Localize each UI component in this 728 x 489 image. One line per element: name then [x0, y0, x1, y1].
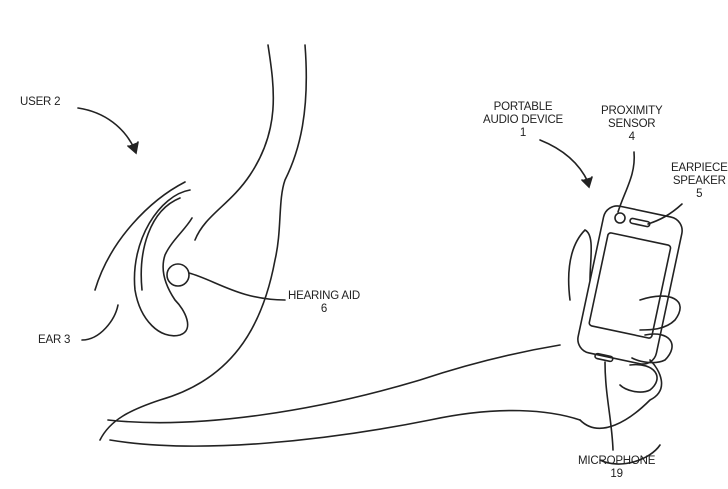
earpiece-leader	[647, 203, 683, 225]
ear-leader	[81, 304, 119, 341]
device-label: PORTABLE AUDIO DEVICE 1	[483, 101, 563, 140]
ear-label: EAR 3	[38, 334, 70, 347]
neck-outline	[194, 44, 275, 241]
hearing-aid-label-num: 6	[320, 303, 328, 315]
device-arrowhead	[581, 176, 593, 189]
user-arrowhead	[127, 141, 139, 155]
microphone-label: MICROPHONE 19	[578, 455, 655, 481]
phone-body	[577, 205, 683, 365]
earpiece-label: EARPIECE SPEAKER 5	[671, 162, 728, 201]
proximity-sensor-shape	[614, 212, 626, 224]
device-label-line1: PORTABLE	[493, 101, 553, 113]
earpiece-label-line1: EARPIECE	[671, 162, 728, 174]
hearing-aid-shape	[166, 263, 190, 287]
proximity-label-line2: SENSOR	[608, 118, 656, 130]
fingers	[619, 295, 681, 393]
device-arrow	[539, 139, 589, 183]
device-label-line2: AUDIO DEVICE	[483, 114, 564, 126]
hearing-aid-label: HEARING AID 6	[288, 290, 360, 316]
arm-upper	[107, 344, 561, 424]
microphone-shape	[594, 352, 614, 363]
ear-label-text: EAR 3	[38, 334, 71, 346]
proximity-leader	[617, 151, 636, 213]
earpiece-speaker-shape	[629, 217, 651, 228]
user-label: USER 2	[20, 96, 61, 109]
hearing-aid-label-line1: HEARING AID	[288, 290, 360, 302]
ear-outline	[133, 189, 193, 337]
head-back-outline	[99, 44, 308, 441]
earpiece-label-num: 5	[696, 188, 703, 200]
proximity-label-line1: PROXIMITY	[601, 105, 663, 117]
proximity-label: PROXIMITY SENSOR 4	[601, 105, 663, 144]
earpiece-label-line2: SPEAKER	[672, 175, 726, 187]
arm-lower	[109, 409, 581, 447]
hearing-aid-leader	[188, 272, 286, 301]
microphone-label-line1: MICROPHONE	[578, 455, 656, 467]
phone-screen	[588, 232, 672, 339]
microphone-label-num: 19	[610, 468, 623, 480]
microphone-leader	[604, 361, 614, 451]
face-outline	[94, 181, 186, 291]
proximity-label-num: 4	[628, 131, 635, 143]
device-label-num: 1	[519, 127, 527, 139]
user-arrow	[77, 107, 136, 151]
hand-outline	[567, 229, 663, 465]
user-label-text: USER 2	[20, 96, 61, 108]
ear-inner	[140, 197, 181, 291]
